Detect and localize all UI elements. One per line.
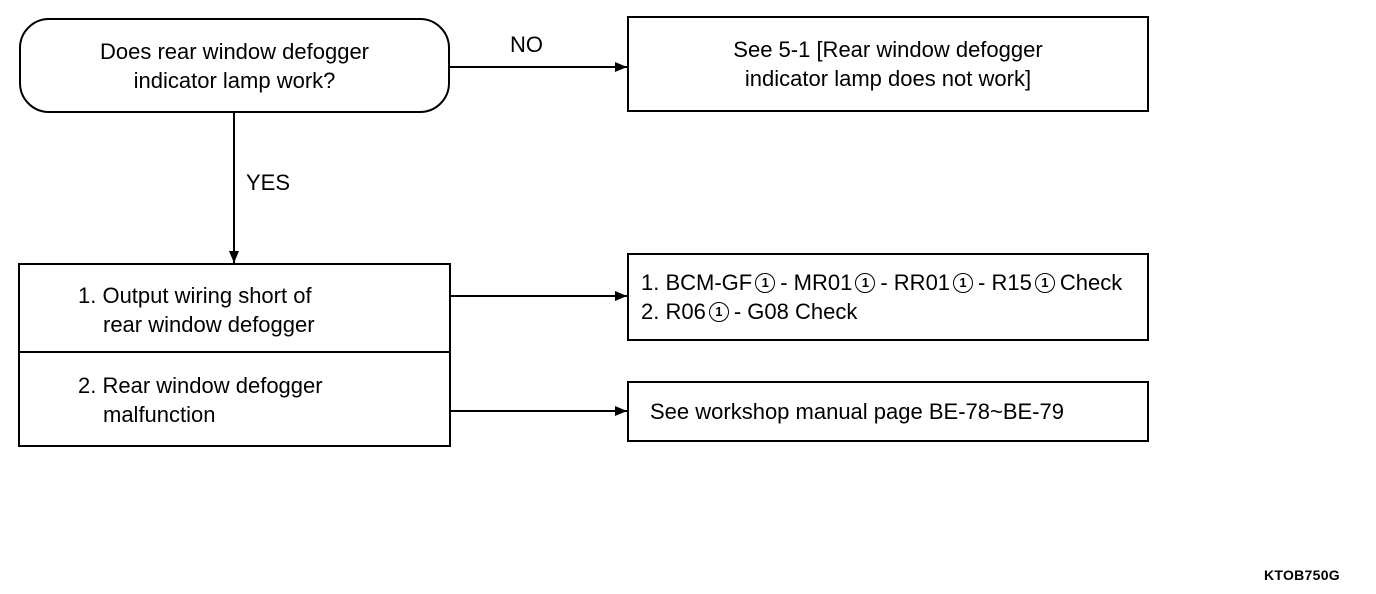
check-2-segment: 2. R06	[641, 299, 706, 324]
cause-item: 1. Output wiring short of rear window de…	[20, 265, 449, 353]
cause-2-line-2: malfunction	[103, 402, 216, 427]
manual-box: See workshop manual page BE-78~BE-79	[627, 381, 1149, 442]
check-1-segment: 1. BCM-GF	[641, 270, 753, 295]
decision-line-2: indicator lamp work?	[133, 67, 336, 93]
circled-number-icon: 1	[1034, 272, 1055, 293]
check-2-segment: - G08 Check	[733, 299, 858, 324]
circled-number-icon: 1	[855, 272, 876, 293]
decision-line-1: Does rear window defogger	[99, 38, 370, 64]
no-result-box: See 5-1 [Rear window defogger indicator …	[627, 16, 1149, 112]
yes-label: YES	[246, 170, 291, 195]
cause-1-line-2: rear window defogger	[103, 312, 315, 337]
cause-2-line-1: 2. Rear window defogger	[78, 373, 323, 398]
no-result-line-1: See 5-1 [Rear window defogger	[733, 37, 1043, 62]
checks-box: 1. BCM-GF 1 - MR01 1 - RR01 1 - R15 1 Ch…	[627, 253, 1149, 341]
check-1-segment: - MR01	[780, 270, 853, 295]
check-1-segment: Check	[1059, 270, 1123, 295]
no-result-line-2: indicator lamp does not work]	[744, 66, 1032, 91]
no-label: NO	[510, 32, 543, 57]
cause-item: 2. Rear window defogger malfunction	[20, 353, 449, 445]
cause-1-line-1: 1. Output wiring short of	[78, 283, 312, 308]
circled-number-icon: 1	[755, 272, 776, 293]
manual-text: See workshop manual page BE-78~BE-79	[650, 399, 1064, 424]
check-line-1: 1. BCM-GF 1 - MR01 1 - RR01 1 - R15 1 Ch…	[641, 268, 1122, 297]
decision-box: Does rear window defogger indicator lamp…	[19, 18, 450, 113]
check-1-segment: - RR01	[880, 270, 951, 295]
causes-box: 1. Output wiring short of rear window de…	[18, 263, 451, 447]
circled-number-icon: 1	[708, 301, 729, 322]
check-1-segment: - R15	[978, 270, 1032, 295]
check-line-2: 2. R06 1 - G08 Check	[641, 297, 857, 326]
circled-number-icon: 1	[953, 272, 974, 293]
figure-code: KTOB750G	[1263, 567, 1340, 583]
